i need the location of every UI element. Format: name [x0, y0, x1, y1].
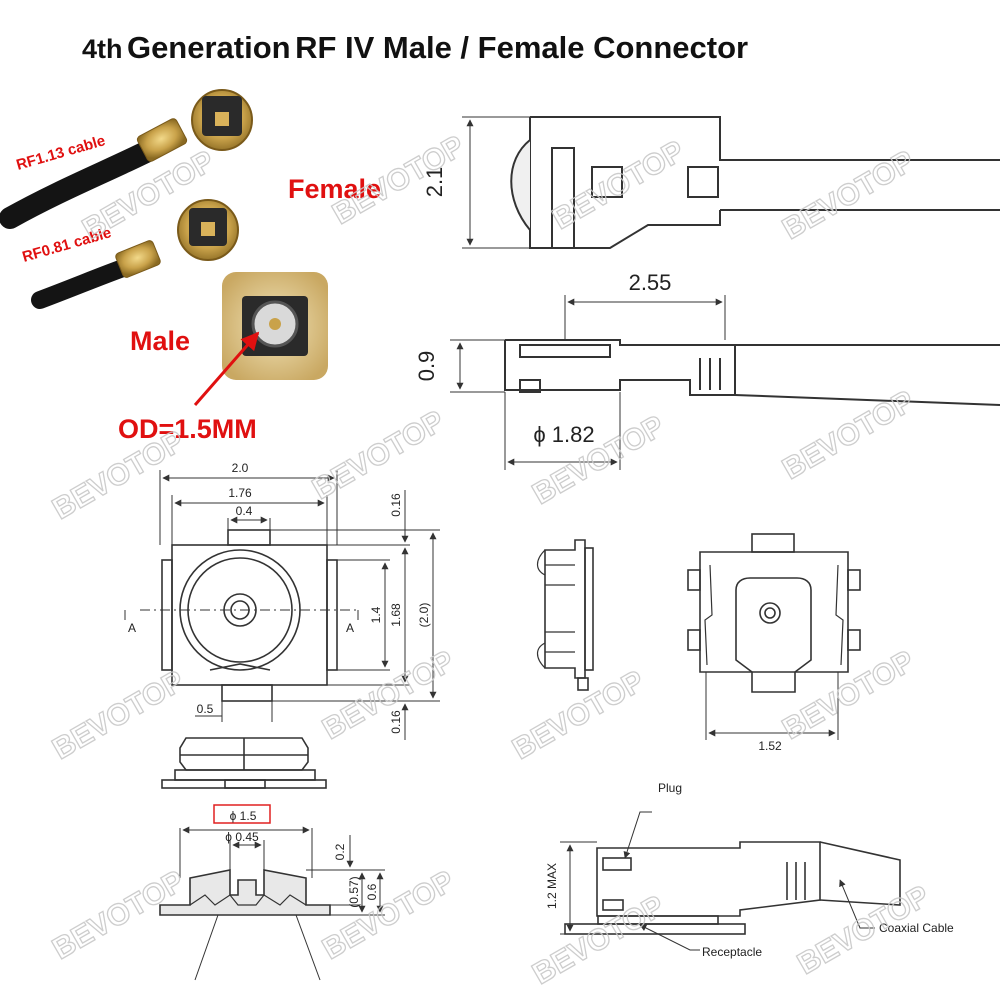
dim-rec-h168: 1.68 [389, 603, 403, 627]
plug-bottom-view [687, 533, 861, 740]
dim-mated-height: 1.2 MAX [545, 863, 559, 909]
dim-sec-h06: 0.6 [365, 883, 379, 900]
plug-end-view [536, 539, 594, 691]
page-title: 4th Generation RF IV Male / Female Conne… [82, 30, 748, 66]
label-coaxial-cable: Coaxial Cable [879, 921, 954, 935]
label-female: Female [288, 174, 381, 204]
dim-sec-h057: (0.57) [347, 876, 361, 907]
dim-rec-inner: 1.76 [228, 486, 252, 500]
dim-rec-h14: 1.4 [369, 606, 383, 623]
section-view [159, 826, 385, 981]
dim-sec-h02: 0.2 [333, 843, 347, 860]
od-pointer-arrow [193, 331, 260, 406]
plug-top-view [462, 116, 1000, 249]
highlight-box-phi15 [213, 804, 271, 824]
crimp-sleeve-1 [136, 118, 188, 162]
receptacle-top-view [124, 470, 440, 740]
dim-rec-width: 2.0 [232, 461, 249, 475]
dim-rec-top-margin: 0.16 [389, 493, 403, 517]
watermark-6: BEVOTOP [307, 404, 450, 506]
section-marker-a-left: A [128, 621, 136, 635]
title-part-4th: 4th [82, 34, 123, 64]
dim-rec-h20: (2.0) [417, 603, 431, 628]
watermark-9: BEVOTOP [47, 664, 190, 766]
female-connector-1 [191, 89, 253, 151]
dim-plug-diameter: ϕ 1.82 [533, 422, 594, 447]
female-connector-2 [177, 199, 239, 261]
title-part-connector: RF IV Male / Female Connector [295, 30, 749, 65]
dim-rec-pad: 0.5 [197, 702, 214, 716]
dim-sec-inner: ϕ 0.45 [225, 830, 259, 844]
dim-plug-thickness: 0.9 [414, 351, 439, 382]
female-connector-photos [0, 89, 328, 380]
dim-plug-height: 2.1 [422, 167, 447, 198]
label-male: Male [130, 326, 190, 356]
dim-sec-outer: ϕ 1.5 [230, 809, 257, 823]
section-marker-a-right: A [346, 621, 354, 635]
mated-assembly [560, 811, 901, 951]
dim-plug-length: 2.55 [629, 270, 672, 295]
plug-side-view [450, 295, 1000, 470]
dim-plug-bottom-width: 1.52 [758, 739, 782, 753]
label-od: OD=1.5MM [118, 414, 257, 444]
label-plug: Plug [658, 781, 682, 795]
label-receptacle: Receptacle [702, 945, 762, 959]
crimp-sleeve-2 [115, 240, 161, 278]
watermark-3: BEVOTOP [547, 134, 690, 236]
receptacle-side-view [161, 737, 327, 789]
dim-rec-bottom-margin: 0.16 [389, 710, 403, 734]
male-receptacle-photo [222, 272, 328, 380]
dim-rec-tab: 0.4 [236, 504, 253, 518]
cable-113 [0, 139, 161, 229]
title-part-generation: Generation [126, 30, 291, 65]
